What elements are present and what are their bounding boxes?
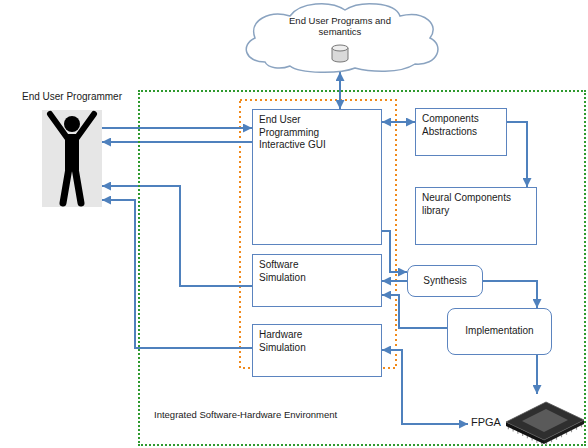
person-limb xyxy=(63,168,69,203)
cloud-node: End User Programs and semantics xyxy=(240,2,440,72)
fpga-chip xyxy=(506,402,584,445)
database-top xyxy=(332,45,348,51)
person-limb xyxy=(75,168,81,203)
environment-region: Integrated Software-Hardware Environment… xyxy=(138,90,586,446)
process-box: Neural Components library xyxy=(415,187,537,245)
chip-die xyxy=(522,409,568,432)
node-label: Hardware Simulation xyxy=(259,329,329,354)
flow-arrow xyxy=(483,281,537,308)
person-head xyxy=(64,116,80,132)
node-label: Neural Components library xyxy=(422,192,522,217)
flow-arrow xyxy=(536,355,538,394)
process-box: Implementation xyxy=(447,308,552,355)
process-box: Components Abstractions xyxy=(415,108,507,156)
node-label: End User Programming Interactive GUI xyxy=(259,114,351,152)
person-limb xyxy=(76,114,94,139)
person-figure xyxy=(50,114,94,203)
node-label: Components Abstractions xyxy=(422,113,500,138)
user-figure: End User Programmer xyxy=(42,110,102,207)
node-label: Integrated Software-Hardware Environment xyxy=(154,409,337,420)
node-label: Implementation xyxy=(465,325,533,338)
flow-arrow xyxy=(382,350,468,424)
node-label: FPGA xyxy=(471,416,501,428)
node-label: End User Programs and semantics xyxy=(284,15,396,38)
chip-top xyxy=(506,402,584,440)
flow-arrow xyxy=(102,200,252,348)
user-figure-art xyxy=(42,110,102,207)
process-box: Hardware Simulation xyxy=(252,324,382,377)
process-box: Synthesis xyxy=(407,265,483,297)
flow-arrow xyxy=(382,121,415,123)
flow-arrow xyxy=(102,127,252,129)
node-label: Synthesis xyxy=(423,275,466,288)
flow-arrow xyxy=(507,122,527,187)
flow-arrow xyxy=(382,231,407,272)
database-icon xyxy=(332,45,348,62)
flow-arrow xyxy=(382,280,407,282)
cloud-outline xyxy=(246,4,438,73)
process-box: End User Programming Interactive GUI xyxy=(252,109,382,245)
fpga-device: FPGA xyxy=(468,394,586,446)
flow-arrow xyxy=(102,141,252,143)
person-limb xyxy=(50,114,68,139)
flow-arrow xyxy=(382,295,447,328)
node-label: Software Simulation xyxy=(259,259,329,284)
process-box: Software Simulation xyxy=(252,254,382,307)
node-label: End User Programmer xyxy=(22,91,122,102)
